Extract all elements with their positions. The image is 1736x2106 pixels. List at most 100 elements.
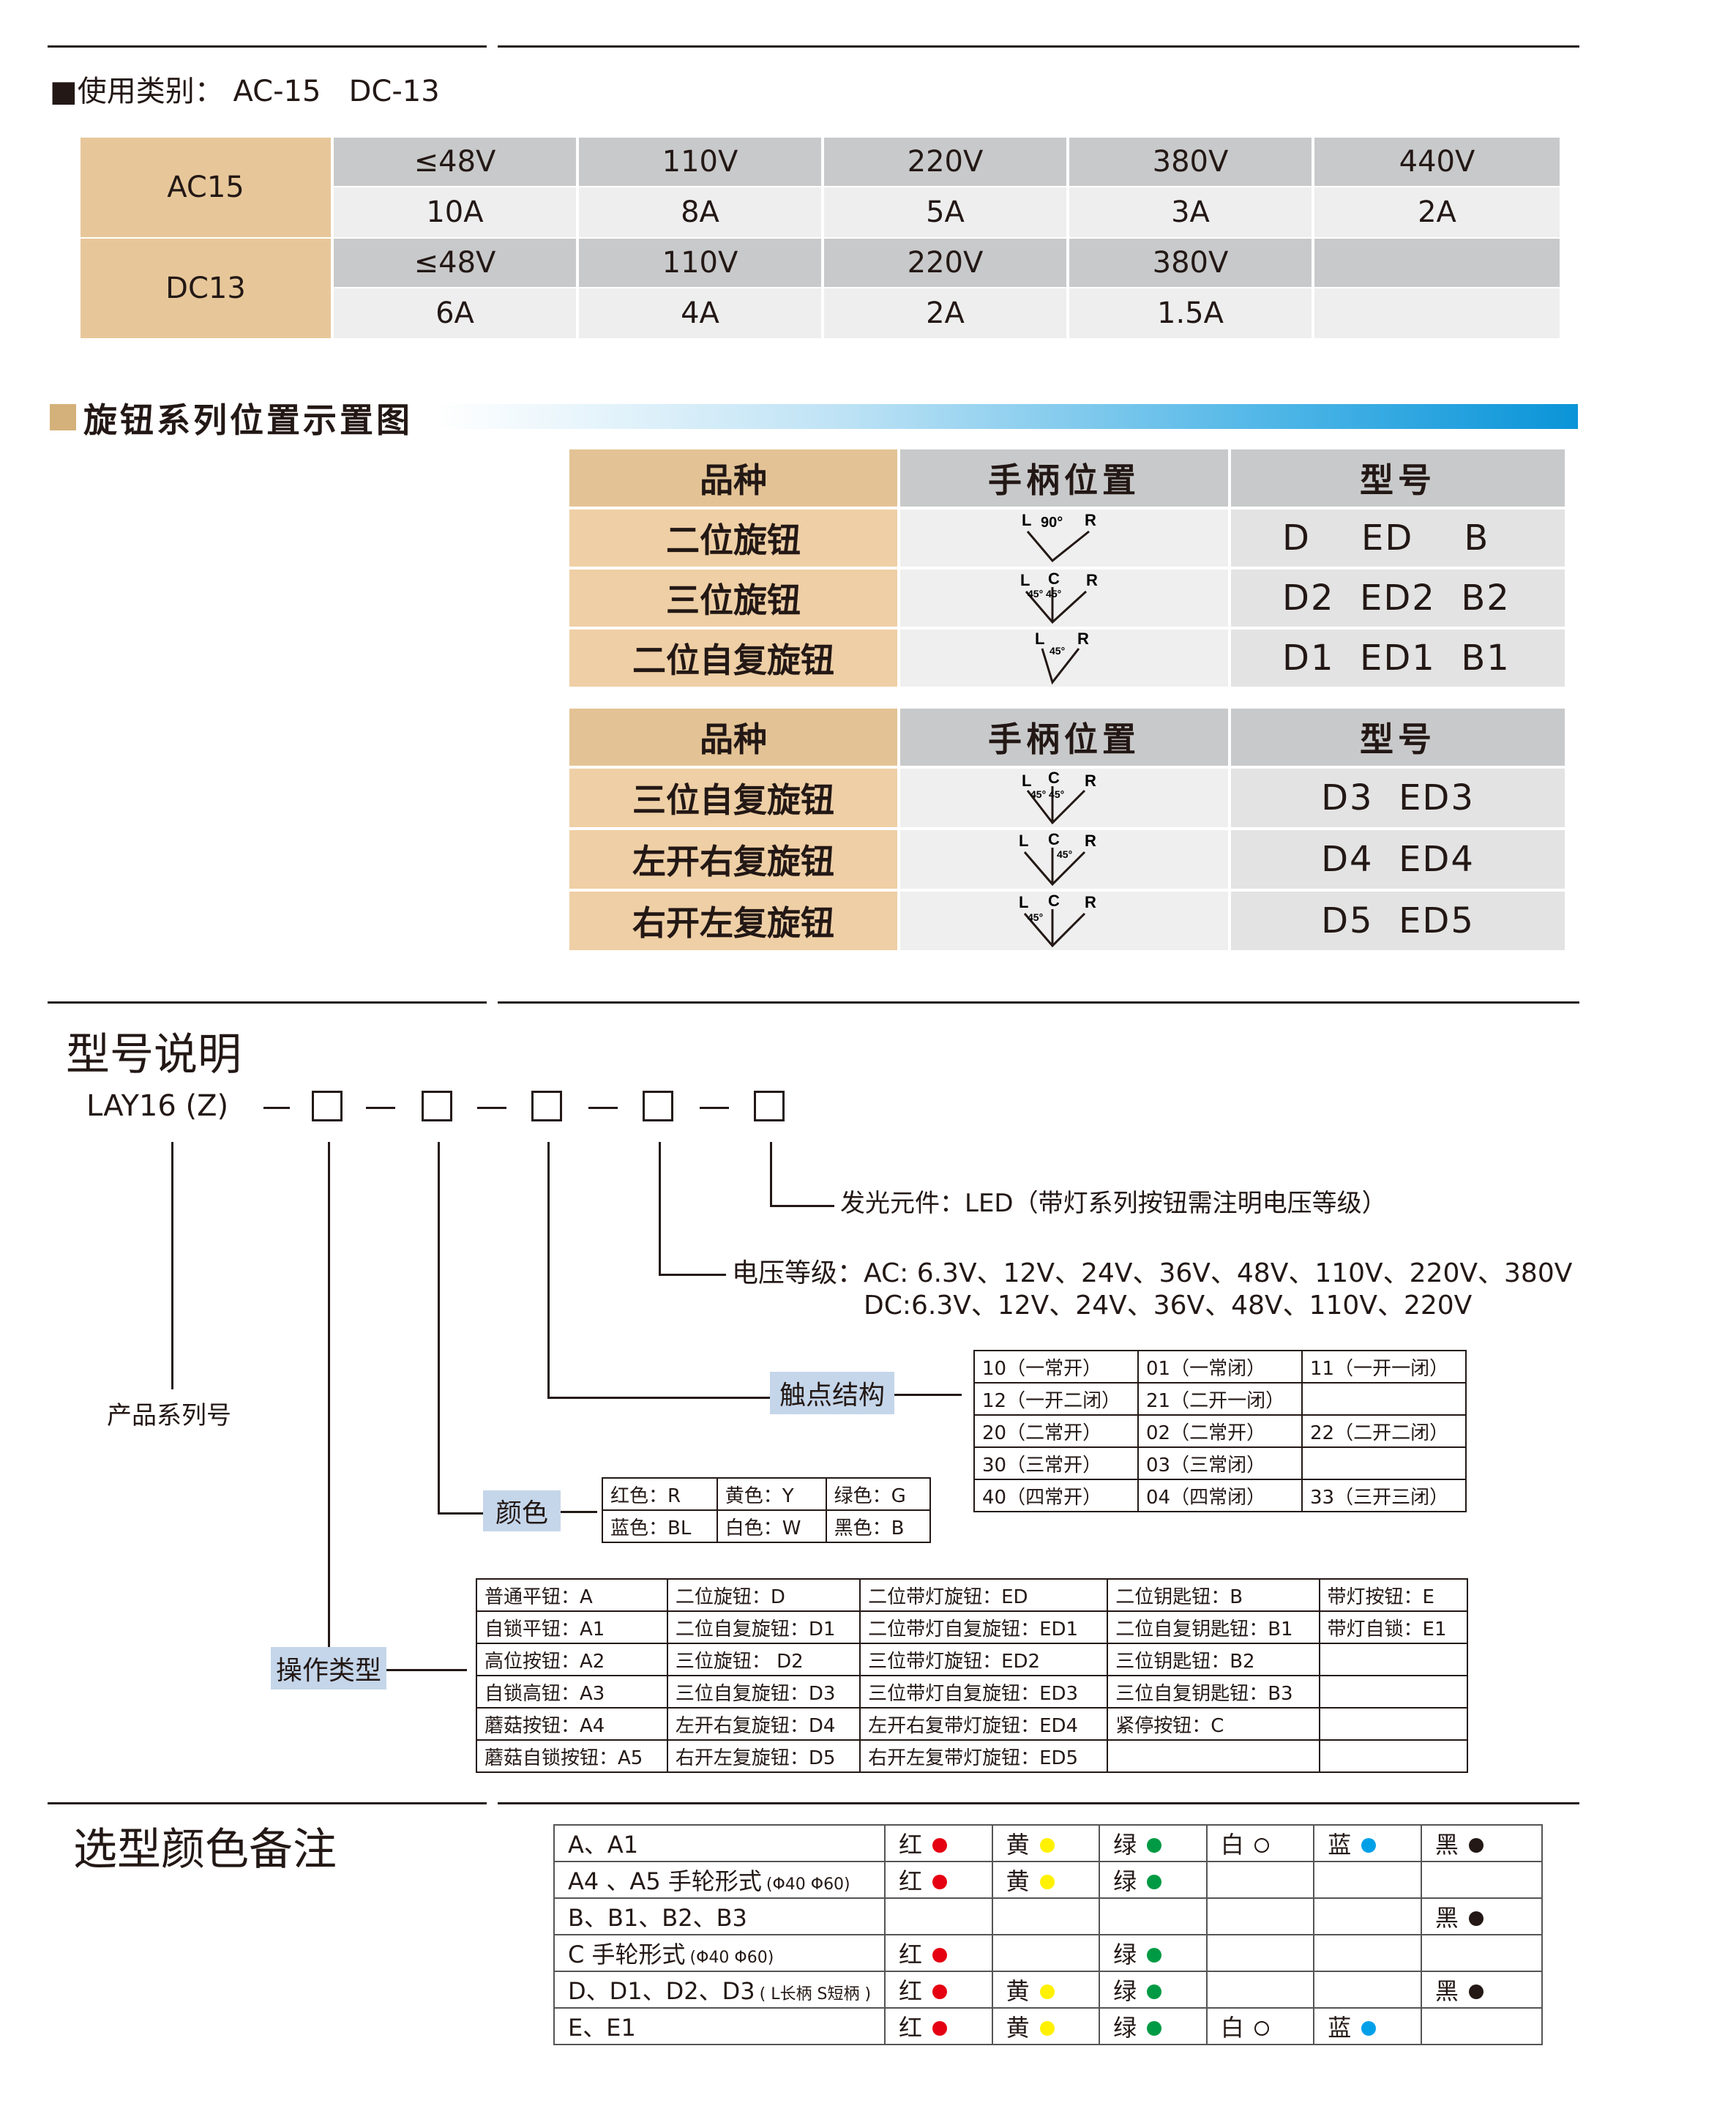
color-cell: 红 (884, 2007, 993, 2045)
color-cell (1313, 1971, 1422, 2009)
color-cell (1313, 1861, 1422, 1899)
handle-diagram-cell: L C 45° R (900, 892, 1228, 950)
color-code-cell: 蓝色：BL (602, 1509, 718, 1543)
button-type-label: D、D1、D2、D3 (568, 1977, 755, 2005)
color-name: 绿 (1113, 1941, 1137, 1968)
led-label: 发光元件：LED（带灯系列按钮需注明电压等级） (840, 1189, 1387, 1218)
op-cell: 三位钥匙钮：B2 (1107, 1643, 1320, 1676)
black-dot-icon (1468, 1911, 1484, 1926)
op-cell: 蘑菇自锁按钮：A5 (476, 1739, 668, 1773)
diagram-l: L (1019, 893, 1028, 911)
op-cell: 二位自复钥匙钮：B1 (1107, 1610, 1320, 1644)
color-cell: 蓝 (1313, 1824, 1422, 1862)
ac15-voltage: 440V (1314, 138, 1560, 186)
table-row: 20（二常开） 02（二常开） 22（二开二闭） (973, 1414, 1467, 1448)
op-cell: 右开左复旋钮：D5 (666, 1739, 861, 1773)
contact-cell: 30（三常开） (973, 1446, 1139, 1480)
color-name: 红 (899, 1867, 923, 1895)
color-cell (1205, 1971, 1315, 2009)
color-code-cell: 白色：W (716, 1509, 827, 1543)
model-cell: D5 ED5 (1231, 892, 1565, 950)
handle-diagram-cell: L 45° R (900, 630, 1228, 687)
diagram-l: L (1019, 832, 1028, 850)
color-cell (1420, 2007, 1544, 2045)
diagram-angle: 90° (1041, 515, 1063, 531)
usage-label: ■使用类别： (50, 75, 224, 108)
color-cell (1313, 1897, 1422, 1935)
button-type-cell: E、E1 (553, 2007, 886, 2045)
dc13-voltage (1314, 239, 1560, 287)
color-code-cell: 红色：R (602, 1477, 718, 1511)
yellow-dot-icon (1039, 1875, 1055, 1889)
contact-cell: 01（一常闭） (1137, 1350, 1303, 1384)
button-type-label: A4 、A5 手轮形式 (568, 1867, 762, 1895)
code-box-contact (531, 1091, 562, 1121)
diagram-l: L (1022, 772, 1031, 790)
color-cell (884, 1897, 993, 1935)
contact-table: 10（一常开） 01（一常闭） 11（一开一闭） 12（一开二闭） 21（二开一… (973, 1350, 1467, 1512)
red-dot-icon (932, 1984, 948, 1999)
variety-cell: 三位自复旋钮 (569, 769, 897, 827)
contact-tag: 触点结构 (770, 1372, 894, 1414)
color-cell: 黑 (1420, 1971, 1544, 2009)
op-cell (1318, 1707, 1469, 1741)
blue-dot-icon (1361, 1838, 1377, 1853)
ac15-current: 2A (1314, 187, 1560, 237)
color-cell (991, 1897, 1101, 1935)
handle-diagram-cell: L C 45° 45° R (900, 570, 1228, 627)
table-row: 蘑菇自锁按钮：A5 右开左复旋钮：D5 右开左复带灯旋钮：ED5 (476, 1739, 1469, 1773)
color-cell: 绿 (1099, 1824, 1208, 1862)
color-code-cell: 黑色：B (825, 1509, 932, 1543)
button-type-note: (Φ40 Φ60) (689, 1949, 774, 1967)
table-row: 蘑菇按钮：A4 左开右复旋钮：D4 左开右复带灯旋钮：ED4 紧停按钮：C (476, 1707, 1469, 1741)
two-position-diagram: L 90° R (1022, 511, 1096, 563)
op-cell (1318, 1739, 1469, 1773)
dc13-current (1314, 288, 1560, 338)
color-name: 黄 (1006, 1867, 1030, 1895)
contact-cell: 11（一开一闭） (1301, 1350, 1467, 1384)
op-cell: 带灯按钮：E (1318, 1578, 1469, 1612)
handle-diagram-cell: L 90° R (900, 509, 1228, 567)
red-dot-icon (932, 1948, 948, 1963)
button-type-label: B、B1、B2、B3 (568, 1904, 747, 1932)
color-cell: 绿 (1099, 2007, 1208, 2045)
op-cell: 左开右复旋钮：D4 (666, 1707, 861, 1741)
header-model: 型号 (1231, 449, 1565, 507)
color-cell: 黄 (991, 1971, 1101, 2009)
contact-leader (547, 1142, 550, 1398)
yellow-dot-icon (1039, 2021, 1055, 2036)
color-name: 黑 (1434, 1831, 1459, 1859)
op-cell: 三位自复钥匙钮：B3 (1107, 1675, 1320, 1709)
op-cell: 三位带灯自复旋钮：ED3 (859, 1675, 1109, 1709)
color-code-cell: 黄色：Y (716, 1477, 827, 1511)
header-variety: 品种 (569, 449, 897, 507)
red-dot-icon (932, 1875, 948, 1889)
color-name: 黑 (1434, 1904, 1459, 1932)
contact-cell: 21（二开一闭） (1137, 1382, 1303, 1416)
button-type-label: C 手轮形式 (568, 1941, 686, 1968)
color-cell (1420, 1934, 1544, 1972)
color-cell (1205, 1934, 1315, 1972)
left-on-right-return-diagram: L C 45° R (1019, 830, 1096, 886)
header-handle-position: 手柄位置 (900, 449, 1228, 507)
op-cell: 紧停按钮：C (1107, 1707, 1320, 1741)
variety-cell: 三位旋钮 (569, 570, 897, 627)
voltage-line-2: DC:6.3V、12V、24V、36V、48V、110V、220V (864, 1291, 1473, 1321)
section-marker (50, 404, 76, 430)
color-tag: 颜色 (483, 1490, 561, 1531)
contact-cell: 33（三开三闭） (1301, 1479, 1467, 1512)
color-cell (1420, 1861, 1544, 1899)
three-position-diagram: L C 45° 45° R (1020, 570, 1098, 624)
model-cell: D4 ED4 (1231, 830, 1565, 889)
diagram-r: R (1086, 571, 1098, 589)
color-name: 黄 (1006, 2014, 1030, 2042)
table-row: C 手轮形式(Φ40 Φ60)红绿 (553, 1934, 1544, 1972)
op-cell: 二位钥匙钮：B (1107, 1578, 1320, 1612)
color-cell (1099, 1897, 1208, 1935)
button-type-cell: A4 、A5 手轮形式(Φ40 Φ60) (553, 1861, 886, 1899)
color-leader (438, 1142, 440, 1514)
operation-type-table: 普通平钮：A 二位旋钮：D 二位带灯旋钮：ED 二位钥匙钮：B 带灯按钮：E 自… (476, 1578, 1469, 1773)
notes-rule-left (48, 1802, 487, 1804)
variety-cell: 左开右复旋钮 (569, 830, 897, 889)
